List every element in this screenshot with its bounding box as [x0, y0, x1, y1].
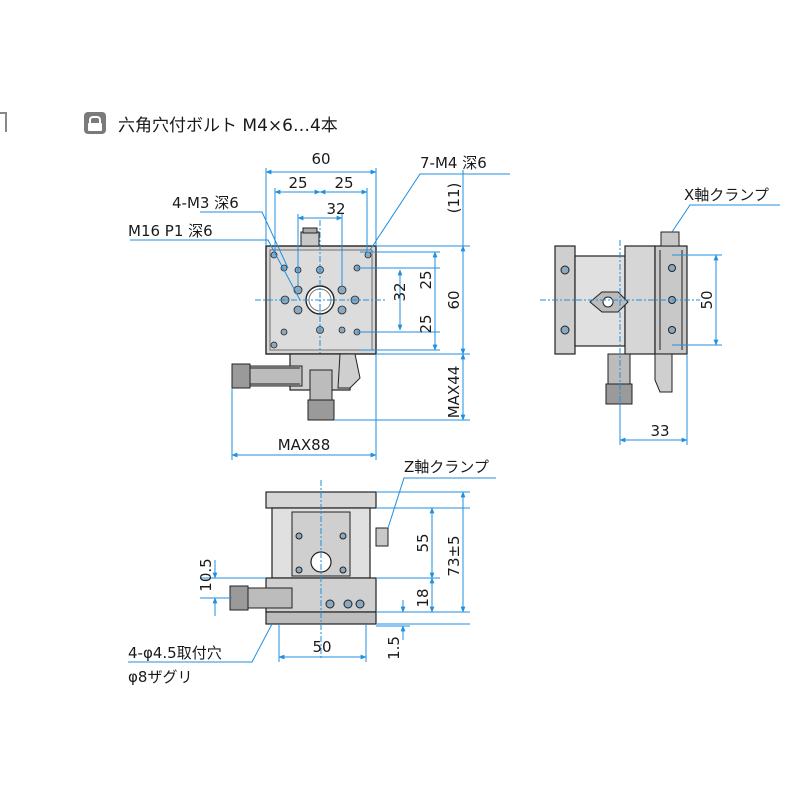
dim-top-width: 60: [311, 150, 330, 168]
front-dim-18: 18: [414, 588, 432, 607]
dim-side-v1: 25: [417, 270, 435, 289]
front-dim-1-5: 1.5: [385, 636, 403, 660]
page-edge-mark: [0, 112, 7, 132]
legend-text: 六角穴付ボルト M4×6…4本: [118, 115, 338, 136]
front-dim-55: 55: [414, 533, 432, 552]
side-x-clamp: [660, 231, 680, 247]
callout-x-clamp: X軸クランプ: [684, 186, 769, 204]
front-z-clamp: [375, 527, 389, 547]
top-view: 60 25 25 32 25 32 25 60 (11) MAX44: [128, 150, 510, 460]
callout-m3: 4-M3 深6: [172, 194, 239, 212]
front-dim-50: 50: [312, 638, 331, 656]
dim-side-v2: 32: [391, 282, 409, 301]
dim-height-60: 60: [445, 290, 463, 309]
side-dim-33: 33: [650, 422, 669, 440]
side-dim-50: 50: [698, 290, 716, 309]
side-view: 50 33 X軸クランプ: [540, 186, 780, 445]
callout-z-clamp: Z軸クランプ: [404, 458, 489, 476]
callout-counterbore: φ8ザグリ: [128, 668, 192, 686]
dim-side-v3: 25: [417, 314, 435, 333]
dim-max88: MAX88: [278, 436, 331, 454]
hex-socket-bolt-icon: [84, 112, 106, 134]
front-dim-73: 73±5: [445, 535, 463, 576]
dim-inner: 32: [326, 200, 345, 218]
dim-pitch-right: 25: [334, 174, 353, 192]
callout-m4: 7-M4 深6: [420, 154, 487, 172]
dim-max44: MAX44: [445, 366, 463, 419]
top-clamp: [300, 231, 320, 247]
legend: 六角穴付ボルト M4×6…4本: [84, 110, 338, 136]
callout-mount-hole: 4-φ4.5取付穴: [128, 644, 222, 662]
front-view: 10.5 55 73±5 18 50 1.5 Z軸クランプ 4-φ4.5取付穴 …: [128, 458, 496, 686]
dim-pitch-left: 25: [288, 174, 307, 192]
dim-top-offset: (11): [445, 183, 463, 214]
callout-m16: M16 P1 深6: [128, 222, 213, 240]
front-dim-10-5: 10.5: [197, 558, 215, 591]
